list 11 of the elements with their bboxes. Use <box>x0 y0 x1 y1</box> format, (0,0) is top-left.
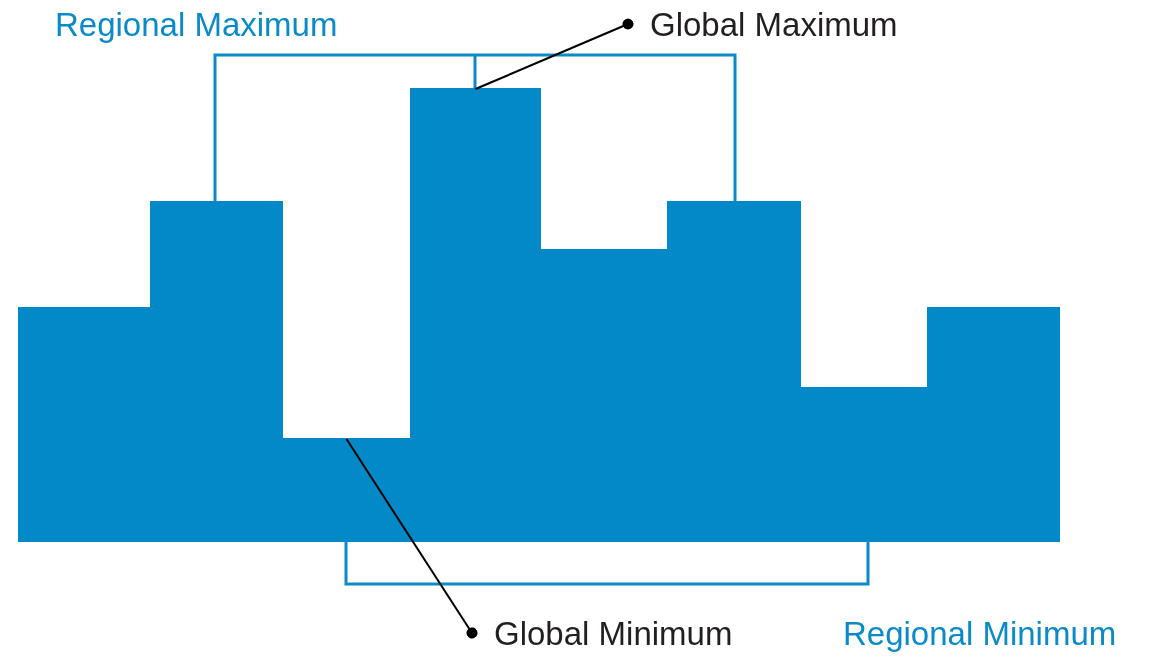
callout-text: Global Maximum <box>620 6 898 44</box>
bracket-label: Regional Minimum <box>843 615 1117 653</box>
leader-line <box>345 438 478 639</box>
callout-text: Global Minimum <box>464 615 733 653</box>
leader-line <box>474 18 634 90</box>
bracket-label: Regional Maximum <box>55 6 338 44</box>
histogram-bar <box>410 88 541 542</box>
histogram-bar <box>18 307 151 542</box>
histogram-bar <box>667 201 801 542</box>
histogram-bar <box>927 307 1060 542</box>
histogram-bar <box>150 201 283 542</box>
